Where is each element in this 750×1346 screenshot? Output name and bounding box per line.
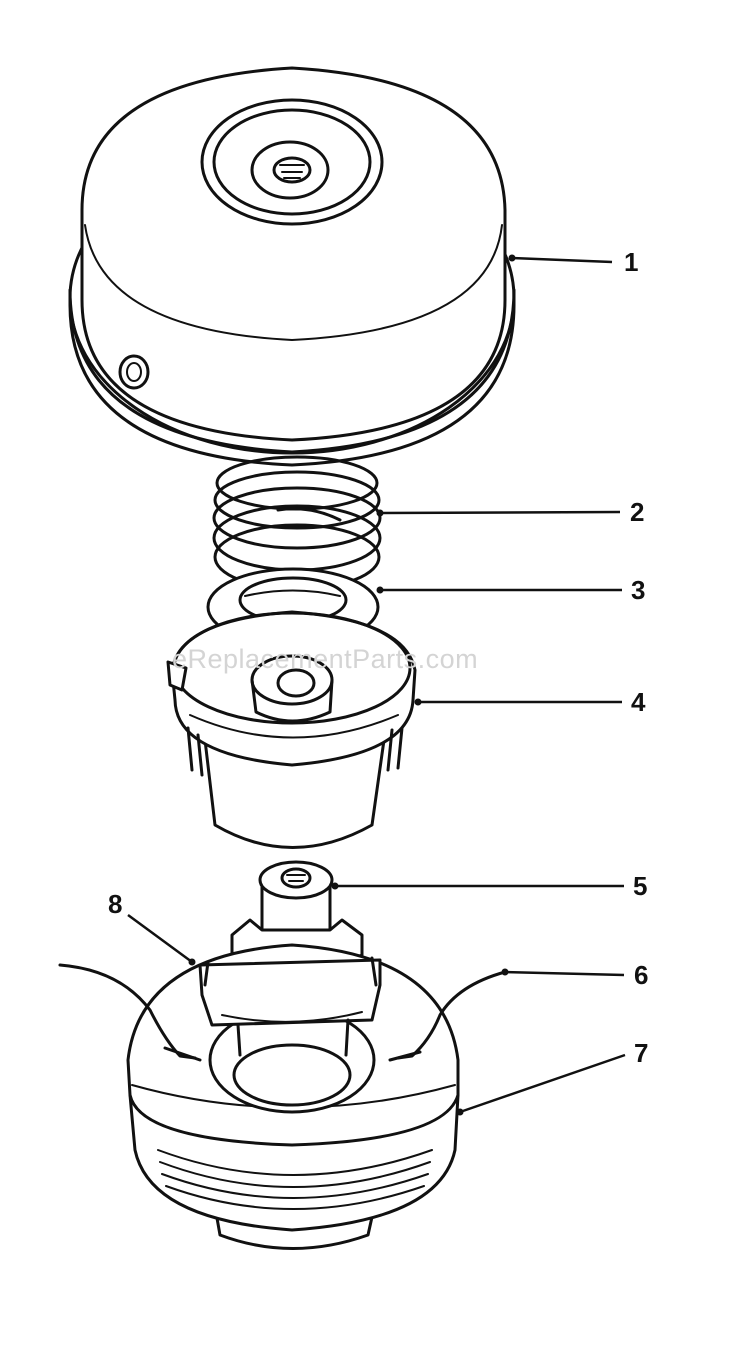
callout-label-8: 8 bbox=[108, 889, 122, 919]
part-2-spring bbox=[212, 455, 382, 591]
callout-label-7: 7 bbox=[634, 1038, 648, 1068]
callout-8: 8 bbox=[108, 889, 196, 966]
callout-label-2: 2 bbox=[630, 497, 644, 527]
part-6-trimmer-line bbox=[58, 963, 507, 1062]
callout-5: 5 bbox=[331, 871, 647, 901]
part-8-retainer bbox=[198, 956, 382, 1057]
callout-3: 3 bbox=[376, 575, 645, 605]
callout-2: 2 bbox=[376, 497, 644, 527]
callout-label-1: 1 bbox=[624, 247, 638, 277]
callout-label-5: 5 bbox=[633, 871, 647, 901]
callout-4: 4 bbox=[414, 687, 646, 717]
callout-label-4: 4 bbox=[631, 687, 646, 717]
callout-1: 1 bbox=[508, 247, 638, 277]
watermark-text: eReplacementParts.com bbox=[172, 644, 478, 674]
callout-6: 6 bbox=[501, 960, 648, 990]
callout-label-6: 6 bbox=[634, 960, 648, 990]
callout-7: 7 bbox=[456, 1038, 648, 1116]
callout-label-3: 3 bbox=[631, 575, 645, 605]
part-1-cover bbox=[68, 66, 516, 467]
part-4-cup bbox=[166, 610, 417, 849]
